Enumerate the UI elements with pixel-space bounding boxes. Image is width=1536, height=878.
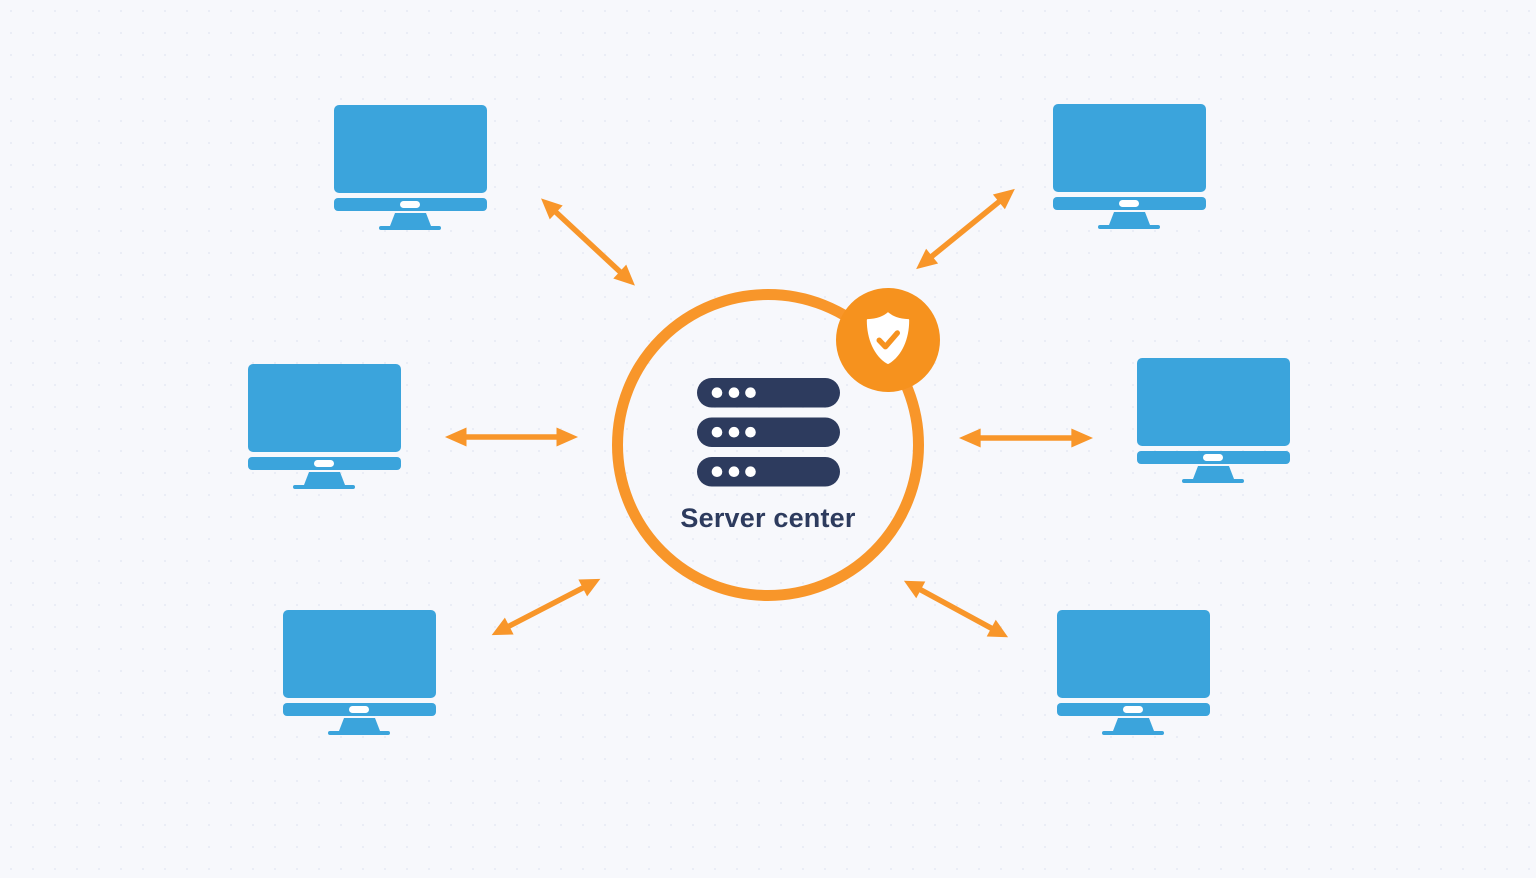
server-stack-icon: [697, 378, 840, 487]
double-arrow-icon: [906, 178, 1024, 281]
desktop-monitor-icon: [334, 105, 487, 230]
double-arrow-icon: [443, 424, 580, 450]
double-arrow-icon: [484, 566, 608, 647]
connection-arrow-top-right: [906, 178, 1024, 281]
computer-node-bottom-left: [283, 610, 436, 735]
connection-arrow-middle-left: [443, 424, 580, 450]
shield-check-icon: [857, 309, 919, 371]
computer-node-bottom-right: [1057, 610, 1210, 735]
desktop-monitor-icon: [1053, 104, 1206, 229]
double-arrow-icon: [531, 188, 645, 297]
double-arrow-icon: [957, 425, 1095, 451]
computer-node-top-right: [1053, 104, 1206, 229]
double-arrow-icon: [896, 568, 1016, 649]
desktop-monitor-icon: [1057, 610, 1210, 735]
computer-node-top-left: [334, 105, 487, 230]
connection-arrow-bottom-left: [484, 566, 608, 647]
desktop-monitor-icon: [283, 610, 436, 735]
security-badge: [836, 288, 940, 392]
computer-node-middle-left: [248, 364, 401, 489]
server-center-node: Server center: [612, 289, 924, 601]
desktop-monitor-icon: [248, 364, 401, 489]
connection-arrow-bottom-right: [896, 568, 1016, 649]
desktop-monitor-icon: [1137, 358, 1290, 483]
connection-arrow-middle-right: [957, 425, 1095, 451]
computer-node-middle-right: [1137, 358, 1290, 483]
connection-arrow-top-left: [531, 188, 645, 297]
server-center-label: Server center: [680, 503, 856, 533]
